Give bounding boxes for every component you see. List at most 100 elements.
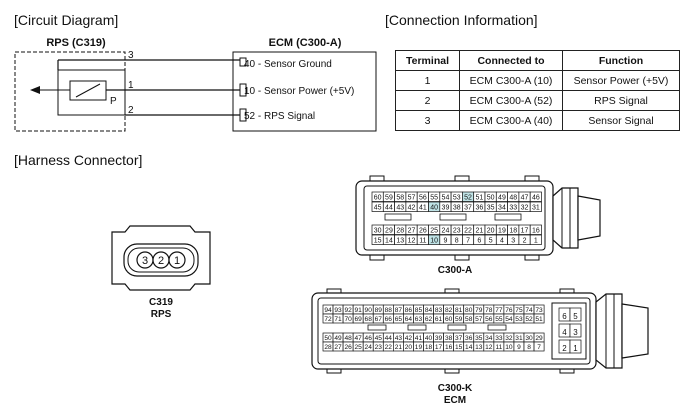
pin-number: 57 [408,194,416,201]
sensor-slash [75,83,101,98]
rps-title: RPS (C319) [46,37,106,49]
pin-number: 1 [573,344,578,353]
c300k-latch [595,293,623,369]
rps-box [14,51,126,132]
pin-number: 61 [435,316,443,323]
pin-number: 16 [445,344,453,351]
pin-number: 17 [521,227,529,234]
ecm-pin-40: 40 - Sensor Ground [244,59,332,70]
pin-number: 2 [523,237,527,244]
pin-number: 4 [562,328,567,337]
pin-number: 80 [465,307,473,314]
circuit-diagram-heading: [Circuit Diagram] [14,12,118,28]
pin-number: 52 [464,194,472,201]
pin-number: 93 [334,307,342,314]
pin-number: 48 [344,335,352,342]
pin-number: 72 [324,316,332,323]
pin-number: 88 [385,307,393,314]
pin-number: 24 [365,344,373,351]
pin-number: 84 [425,307,433,314]
pin-number: 86 [405,307,413,314]
pin-number: 35 [475,335,483,342]
pin-number: 20 [487,227,495,234]
pin-number: 41 [419,204,427,211]
pin-number: 18 [425,344,433,351]
pin-number: 50 [487,194,495,201]
pin-number: 38 [453,204,461,211]
pin-number: 17 [435,344,443,351]
pin-number: 90 [365,307,373,314]
pin-number: 5 [489,237,493,244]
pin-number: 60 [445,316,453,323]
pin-number: 43 [396,204,404,211]
pin-number: 26 [419,227,427,234]
pin-1-label: 1 [128,80,134,91]
pin-number: 83 [435,307,443,314]
c319-pin-1 [168,251,186,269]
pin-number: 9 [443,237,447,244]
pin-number: 37 [464,204,472,211]
pin-number: 58 [396,194,404,201]
c319-connector: 3 2 1 C319 RPS [111,225,211,320]
pin-number: 15 [374,237,382,244]
pin-number: 27 [334,344,342,351]
pin-number: 44 [385,335,393,342]
c300a-latch [552,187,579,249]
pin-number: 30 [525,335,533,342]
ecm-title: ECM (C300-A) [269,37,342,49]
pin-number: 4 [500,237,504,244]
pin-number: 3 [511,237,515,244]
pin-number: 8 [455,237,459,244]
pin-number: 23 [375,344,383,351]
pin-number: 45 [374,204,382,211]
pin-number: 29 [535,335,543,342]
pin-number: 10 [505,344,513,351]
pin-number: 22 [385,344,393,351]
header-connected-to: Connected to [459,50,563,71]
sensor-box [57,69,126,116]
pin-number: 13 [475,344,483,351]
c319-label: C319 [149,297,173,308]
pin-number: 32 [505,335,513,342]
pin-number: 28 [396,227,404,234]
pin-number: 50 [324,335,332,342]
pin-cell [569,323,582,338]
pin-number: 18 [509,227,517,234]
pin-number: 31 [532,204,540,211]
pin-number: 81 [455,307,463,314]
pin-number: 52 [525,316,533,323]
pin-cell [533,341,545,352]
pin-number: 79 [475,307,483,314]
header-terminal: Terminal [395,50,460,71]
pin-number: 92 [344,307,352,314]
svg-text:2: 2 [158,255,164,267]
pin-number: 87 [395,307,403,314]
pin-number: 20 [405,344,413,351]
table-header-row: Terminal Connected to Function [395,50,680,71]
pin-number: 55 [430,194,438,201]
pin-number: 6 [562,312,567,321]
table-row: 3 ECM C300-A (40) Sensor Signal [395,110,680,131]
pin-number: 39 [442,204,450,211]
connection-table: Terminal Connected to Function 1 ECM C30… [395,50,680,131]
pin-number: 69 [355,316,363,323]
pin-number: 46 [532,194,540,201]
pin-number: 5 [573,312,578,321]
pin-number: 35 [487,204,495,211]
pin-number: 78 [485,307,493,314]
pin-number: 9 [517,344,521,351]
pin-number: 40 [430,204,438,211]
pin-number: 85 [415,307,423,314]
pin-number: 66 [385,316,393,323]
pin-number: 11 [419,237,426,244]
pin-number: 54 [442,194,450,201]
pin-number: 2 [562,344,567,353]
pin-number: 60 [374,194,382,201]
pin-number: 62 [425,316,433,323]
pin-number: 89 [375,307,383,314]
